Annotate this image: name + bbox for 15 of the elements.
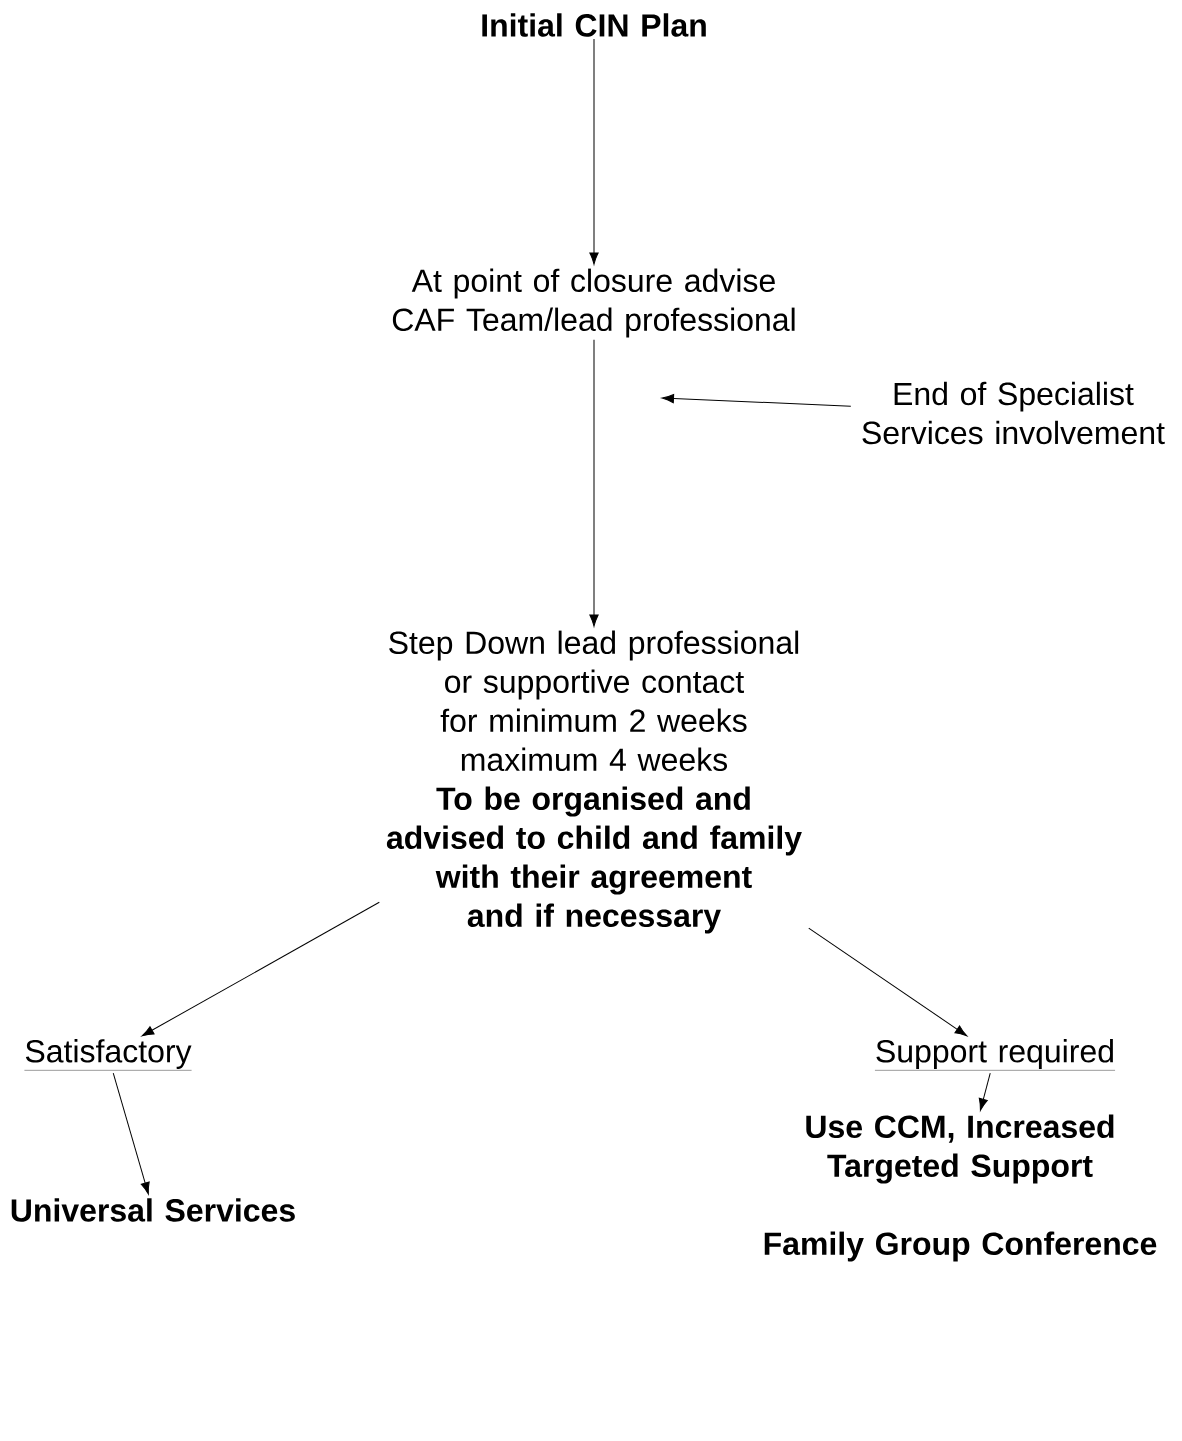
flow-text: Step Down lead professional or supportive contact for minimum 2 weeks maximum 4 weeks To be organised and advised to child and family with their agreement and if necessary bbox=[386, 630, 802, 934]
flow-text: End of Specialist Services involvement bbox=[862, 381, 1165, 445]
arrow bbox=[112, 1072, 150, 1195]
bold-label: Universal Services bbox=[11, 1198, 295, 1222]
outcome-label: Satisfactory bbox=[24, 1039, 192, 1071]
arrow bbox=[141, 901, 380, 1037]
flow-text: At point of closure advise CAF Team/lead professional bbox=[392, 268, 795, 338]
arrow bbox=[589, 38, 599, 265]
arrow bbox=[808, 927, 968, 1037]
bold-label: Initial CIN Plan bbox=[482, 13, 706, 37]
arrow bbox=[661, 393, 852, 407]
arrow bbox=[589, 339, 599, 627]
bold-label: Use CCM, Increased Targeted Support Family Group Conference bbox=[764, 1114, 1157, 1262]
outcome-label: Support required bbox=[874, 1039, 1116, 1071]
arrow bbox=[978, 1072, 991, 1111]
